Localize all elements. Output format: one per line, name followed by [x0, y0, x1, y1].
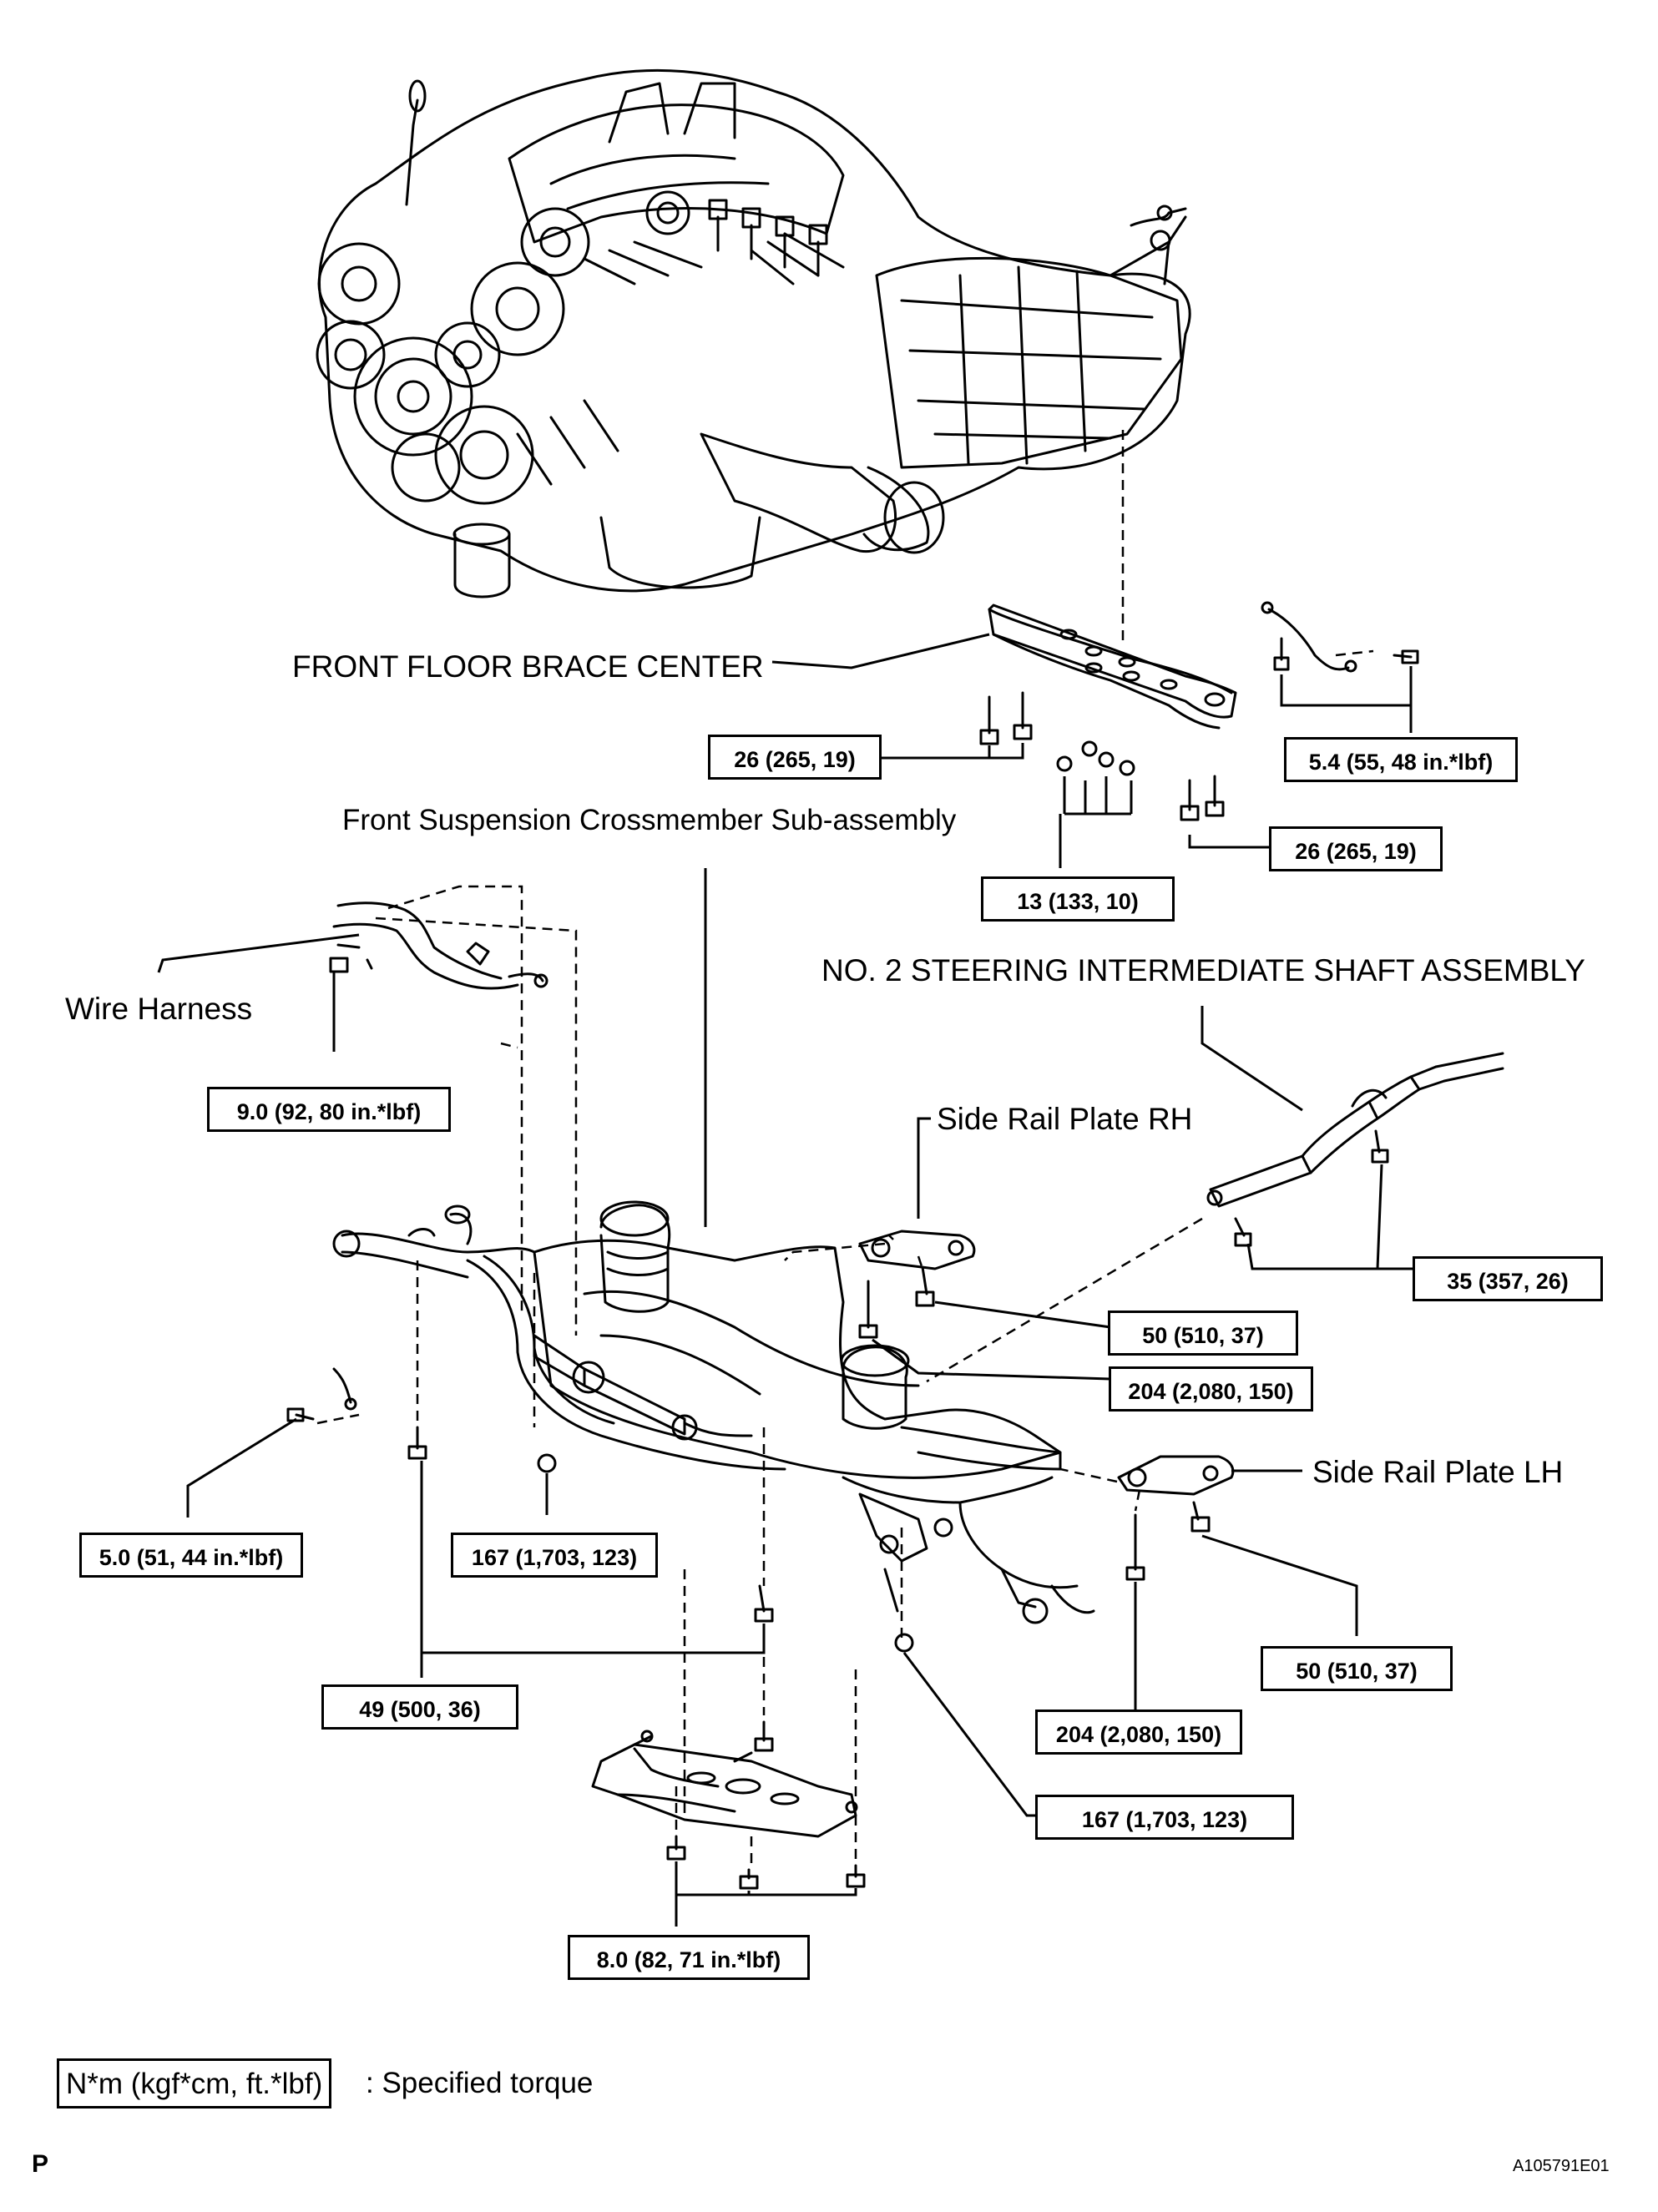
crossmember-bolts [286, 1280, 1145, 1653]
torque-value-box: 5.4 (55, 48 in.*lbf) [1284, 737, 1518, 782]
side-rail-plate-rh-illustration [858, 1230, 976, 1307]
legend-description: : Specified torque [366, 2067, 594, 2099]
torque-value-box: 50 (510, 37) [1261, 1646, 1453, 1691]
torque-value-box: 26 (265, 19) [708, 735, 882, 780]
torque-value-box: 13 (133, 10) [981, 876, 1175, 922]
label-front-floor-brace-center: FRONT FLOOR BRACE CENTER [292, 649, 764, 684]
engine-transmission-illustration [316, 68, 1191, 598]
alignment-lines [316, 430, 1374, 1866]
wire-harness-illustration [329, 901, 548, 990]
front-suspension-crossmember-illustration [332, 1200, 1095, 1624]
torque-value-box: 204 (2,080, 150) [1035, 1710, 1242, 1755]
torque-value-box: 26 (265, 19) [1269, 826, 1443, 871]
torque-value-box: 49 (500, 36) [321, 1684, 518, 1730]
label-side-rail-plate-lh: Side Rail Plate LH [1312, 1455, 1564, 1489]
figure-id: A105791E01 [1513, 2157, 1610, 2175]
torque-value-box: 167 (1,703, 123) [451, 1533, 658, 1578]
leader-lines [157, 633, 1415, 1927]
front-floor-brace-center-illustration [988, 604, 1237, 730]
torque-value-box: 167 (1,703, 123) [1035, 1795, 1294, 1840]
torque-value-box: 50 (510, 37) [1108, 1311, 1298, 1356]
page-letter: P [32, 2150, 49, 2178]
engine-under-cover-illustration [591, 1720, 858, 1838]
under-cover-bolts [666, 1835, 866, 1890]
label-wire-harness: Wire Harness [65, 992, 253, 1026]
legend-torque-unit-box: N*m (kgf*cm, ft.*lbf) [57, 2058, 332, 2108]
torque-value-box: 204 (2,080, 150) [1109, 1366, 1313, 1412]
torque-value-box: 35 (357, 26) [1413, 1256, 1603, 1301]
label-front-suspension-crossmember: Front Suspension Crossmember Sub-assembl… [342, 804, 957, 836]
torque-value-box: 8.0 (82, 71 in.*lbf) [568, 1935, 810, 1980]
torque-value-box: 5.0 (51, 44 in.*lbf) [79, 1533, 303, 1578]
label-side-rail-plate-rh: Side Rail Plate RH [937, 1102, 1193, 1136]
steering-intermediate-shaft-illustration [1206, 1052, 1504, 1247]
brace-bolts [979, 691, 1225, 821]
ground-strap-illustration [1261, 601, 1419, 673]
side-rail-plate-lh-illustration [1117, 1455, 1235, 1533]
label-no2-steering-intermediate-shaft: NO. 2 STEERING INTERMEDIATE SHAFT ASSEMB… [821, 953, 1585, 987]
torque-value-box: 9.0 (92, 80 in.*lbf) [207, 1087, 451, 1132]
